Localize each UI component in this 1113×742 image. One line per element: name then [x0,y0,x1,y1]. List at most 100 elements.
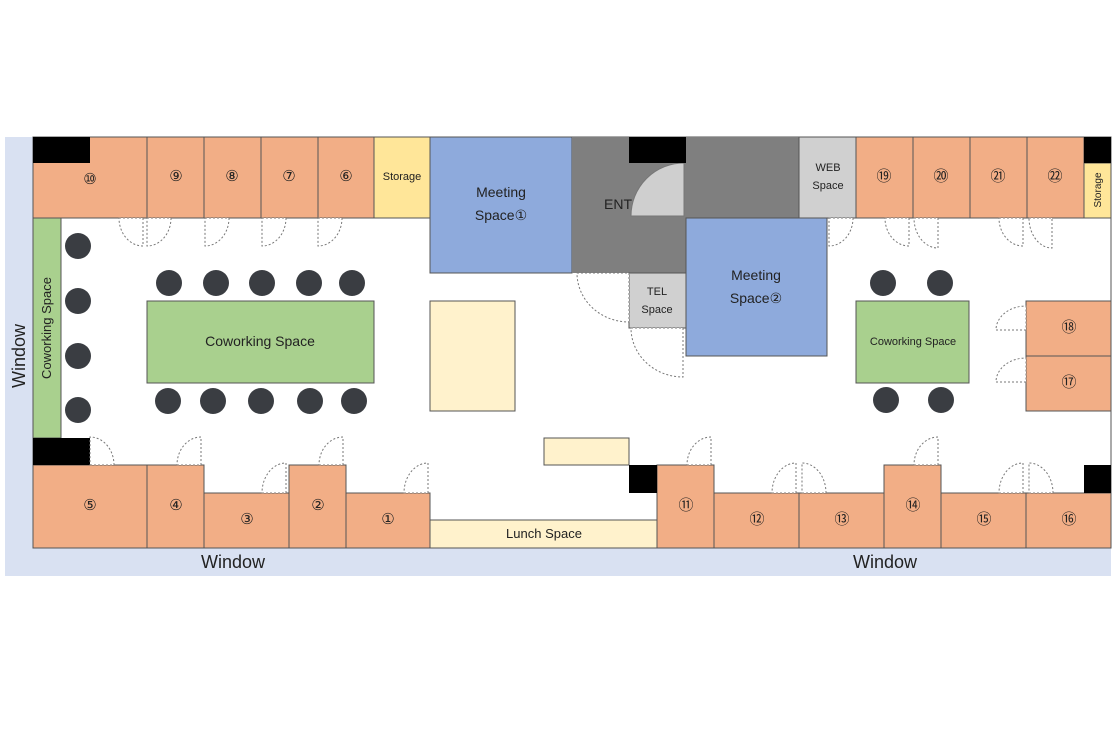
office-6-number: ⑥ [339,168,352,185]
chair[interactable] [249,270,275,296]
window-label-bottom-left: Window [201,552,266,572]
pillar [629,137,686,163]
office-18[interactable] [1025,300,1112,357]
chair[interactable] [248,388,274,414]
door[interactable] [204,217,230,247]
door[interactable] [686,436,712,466]
office-2[interactable] [288,464,347,549]
chair[interactable] [65,343,91,369]
coworking-right-label: Coworking Space [870,336,956,348]
door[interactable] [828,217,854,247]
door[interactable] [146,217,172,247]
office-numbers: ⑩ ⑨ ⑧ ⑦ ⑥ ⑲ ⑳ ㉑ ㉒ ⑱ ⑰ ⑤ ④ ③ ② ① ⑪ ⑫ ⑬ ⑭ … [83,168,1076,528]
chair[interactable] [155,388,181,414]
door[interactable] [403,462,429,494]
office-19[interactable] [855,136,914,219]
door[interactable] [118,217,144,247]
door[interactable] [913,436,939,466]
door[interactable] [576,272,630,323]
door[interactable] [261,462,287,494]
door[interactable] [317,217,343,247]
office-8[interactable] [203,136,262,219]
web-space[interactable] [798,136,857,219]
chair[interactable] [200,388,226,414]
meeting-space-1[interactable] [429,136,573,274]
chair[interactable] [927,270,953,296]
storage-1[interactable] [373,136,431,219]
chair[interactable] [341,388,367,414]
tel-space[interactable] [628,272,687,329]
lunch-table-small[interactable] [543,437,630,466]
office-20[interactable] [912,136,971,219]
web-label-line1: WEB [815,162,840,174]
door[interactable] [89,436,115,466]
entrance-door[interactable] [630,162,685,217]
office-13[interactable] [798,492,885,549]
office-1[interactable] [345,492,431,549]
door[interactable] [998,462,1024,494]
office-1-number: ① [381,511,394,528]
door[interactable] [630,327,684,378]
office-5-number: ⑤ [83,497,96,514]
office-5[interactable] [32,464,148,549]
door[interactable] [771,462,797,494]
door[interactable] [995,357,1027,383]
office-7[interactable] [260,136,319,219]
office-6[interactable] [317,136,375,219]
entrance-area-right [686,137,799,218]
office-17[interactable] [1025,355,1112,412]
meeting-1-label-line2: Space① [475,207,527,223]
office-20-number: ⑳ [933,168,948,185]
office-10-number: ⑩ [83,171,96,188]
chair[interactable] [65,233,91,259]
lunch-space-bar[interactable] [429,519,658,549]
storage-2[interactable] [1083,162,1112,219]
chair[interactable] [873,387,899,413]
door[interactable] [318,436,344,466]
door[interactable] [176,436,202,466]
office-14[interactable] [883,464,942,549]
door[interactable] [1028,217,1053,249]
pillar [629,465,657,493]
chair[interactable] [928,387,954,413]
coworking-left-label: Coworking Space [39,277,54,379]
lunch-space-label: Lunch Space [506,526,582,541]
chair[interactable] [65,397,91,423]
door[interactable] [1028,462,1054,494]
office-18-number: ⑱ [1061,319,1076,336]
pillar [1084,465,1111,493]
chair[interactable] [203,270,229,296]
office-21[interactable] [969,136,1028,219]
storage-2-label: Storage [1093,172,1104,207]
office-9[interactable] [146,136,205,219]
door[interactable] [995,305,1027,331]
coworking-center-label: Coworking Space [205,333,315,349]
chair[interactable] [297,388,323,414]
door[interactable] [884,217,910,247]
office-3-number: ③ [240,511,253,528]
chair[interactable] [296,270,322,296]
chair[interactable] [870,270,896,296]
office-12-number: ⑫ [749,511,764,528]
office-3[interactable] [203,492,290,549]
coworking-center-table[interactable] [146,300,375,384]
door[interactable] [801,462,827,494]
chair[interactable] [65,288,91,314]
chair[interactable] [156,270,182,296]
office-11[interactable] [656,464,715,549]
pillar [33,137,90,163]
door[interactable] [261,217,287,247]
coworking-right-table[interactable] [855,300,970,384]
chairs [65,233,954,423]
storage-1-label: Storage [383,171,422,183]
lunch-table-large[interactable] [429,300,516,412]
office-16[interactable] [1025,492,1112,549]
door[interactable] [913,217,939,249]
door[interactable] [998,217,1024,247]
coworking-left-table[interactable] [32,217,62,439]
office-22[interactable] [1026,136,1085,219]
meeting-space-2[interactable] [685,217,828,357]
chair[interactable] [339,270,365,296]
office-15[interactable] [940,492,1027,549]
